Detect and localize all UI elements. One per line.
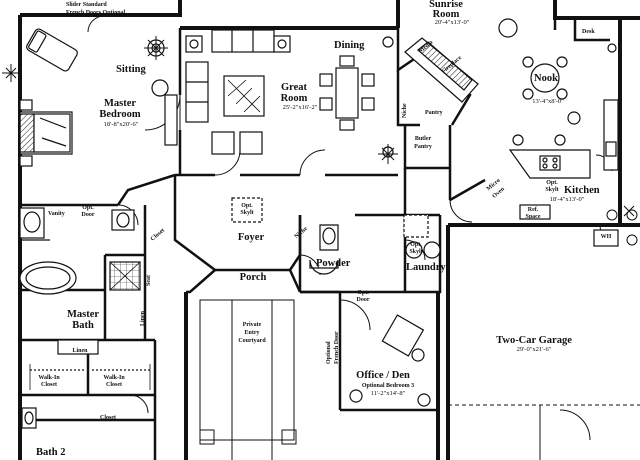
butler-pantry-label: Butler (414, 136, 432, 142)
butler-pantry-label: Pantry (414, 144, 432, 150)
seat-label: Seat (146, 275, 152, 286)
pantry-label: Pantry (425, 110, 443, 116)
water-heater-label: WH (600, 234, 612, 240)
linen-label-bath: Linen (72, 348, 88, 354)
skylight-label-kitchen: Skylt (545, 187, 559, 193)
room-sublabel-office: Optional Bedroom 3 (361, 383, 415, 389)
skylight-label-laundry: Opt. (410, 242, 422, 248)
room-dimension-sunrise: 20'-4"x13'-0" (434, 19, 470, 26)
slider-note-label: Slider Standard (66, 2, 107, 8)
room-label-sunrise: Sunrise (429, 0, 463, 10)
walk-in-closet-label: Closet (106, 382, 122, 388)
french-door-label: French Door (334, 331, 340, 364)
opt-door-label-office: Opt. (357, 290, 369, 296)
french-door-label: Optional (326, 341, 332, 364)
opt-door-label: Door (81, 212, 95, 218)
skylight-label-foyer: Opt. (241, 203, 253, 209)
walk-in-closet-label: Closet (41, 382, 57, 388)
room-label-great-room: Room (280, 93, 308, 104)
courtyard-label: Courtyard (238, 338, 266, 344)
opt-door-label-office: Door (356, 297, 370, 303)
room-dimension-office: 11'-2"x14'-8" (370, 390, 406, 397)
niche-label: Niche (402, 103, 408, 118)
interior-walls (20, 18, 610, 460)
room-label-master-bath: Master (66, 309, 100, 320)
room-dimension-nook: 13'-4"x8'-0" (532, 98, 564, 105)
room-label-great-room: Great (280, 82, 308, 93)
office-furniture (349, 314, 431, 407)
core-fixtures (189, 197, 441, 293)
room-dimension-kitchen: 18'-4"x13'-0" (549, 196, 585, 203)
skylight-label-kitchen: Opt. (546, 180, 558, 186)
refrigerator-space-label: Space (525, 214, 541, 220)
kitchen-furniture (498, 18, 619, 247)
garage-details (448, 209, 640, 460)
refrigerator-space-label: Ref. (527, 207, 539, 213)
room-label-foyer: Foyer (237, 232, 265, 243)
room-label-sunrise: Room (432, 9, 460, 20)
walk-in-closet-label: Walk-In (38, 375, 60, 381)
room-label-master-bedroom: Bedroom (99, 109, 141, 120)
plant-symbols (2, 36, 635, 217)
skylight-label-laundry: Skylt (409, 249, 423, 255)
room-label-dining: Dining (334, 40, 365, 51)
room-label-laundry: Laundry (406, 262, 446, 273)
media-fireplace (404, 37, 479, 103)
dining-set (319, 36, 394, 158)
room-dimension-master-bedroom: 18'-8"x20'-6" (103, 121, 139, 128)
master-bath-fixtures (19, 207, 151, 429)
room-label-garage: Two-Car Garage (496, 335, 572, 346)
opt-door-label: Opt. (82, 205, 94, 211)
room-label-office: Office / Den (356, 370, 410, 381)
courtyard-label: Private (242, 322, 262, 328)
room-label-nook: Nook (534, 73, 558, 84)
room-label-powder: Powder (316, 258, 351, 269)
vanity-label: Vanity (48, 211, 65, 217)
slider-note-label: French Doors Optional (66, 10, 126, 16)
walk-in-closet-label: Walk-In (103, 375, 125, 381)
great-room-furniture (185, 29, 291, 155)
closet-label: Closet (100, 415, 116, 421)
room-label-kitchen: Kitchen (564, 185, 600, 196)
desk-label: Desk (582, 29, 595, 35)
courtyard-trellis (199, 299, 297, 460)
skylight-label-foyer: Skylt (240, 210, 254, 216)
room-dimension-great-room: 25'-2"x16'-2" (282, 104, 318, 111)
room-label-master-bedroom: Master (103, 98, 137, 109)
courtyard-label: Entry (244, 330, 260, 336)
room-label-master-bath: Bath (72, 320, 94, 331)
room-dimension-garage: 29'-0"x21'-6" (516, 346, 552, 353)
room-label-porch: Porch (239, 272, 267, 283)
room-label-sitting: Sitting (116, 64, 146, 75)
room-label-bath-2: Bath 2 (36, 447, 66, 458)
linen-label: Linen (140, 310, 146, 326)
